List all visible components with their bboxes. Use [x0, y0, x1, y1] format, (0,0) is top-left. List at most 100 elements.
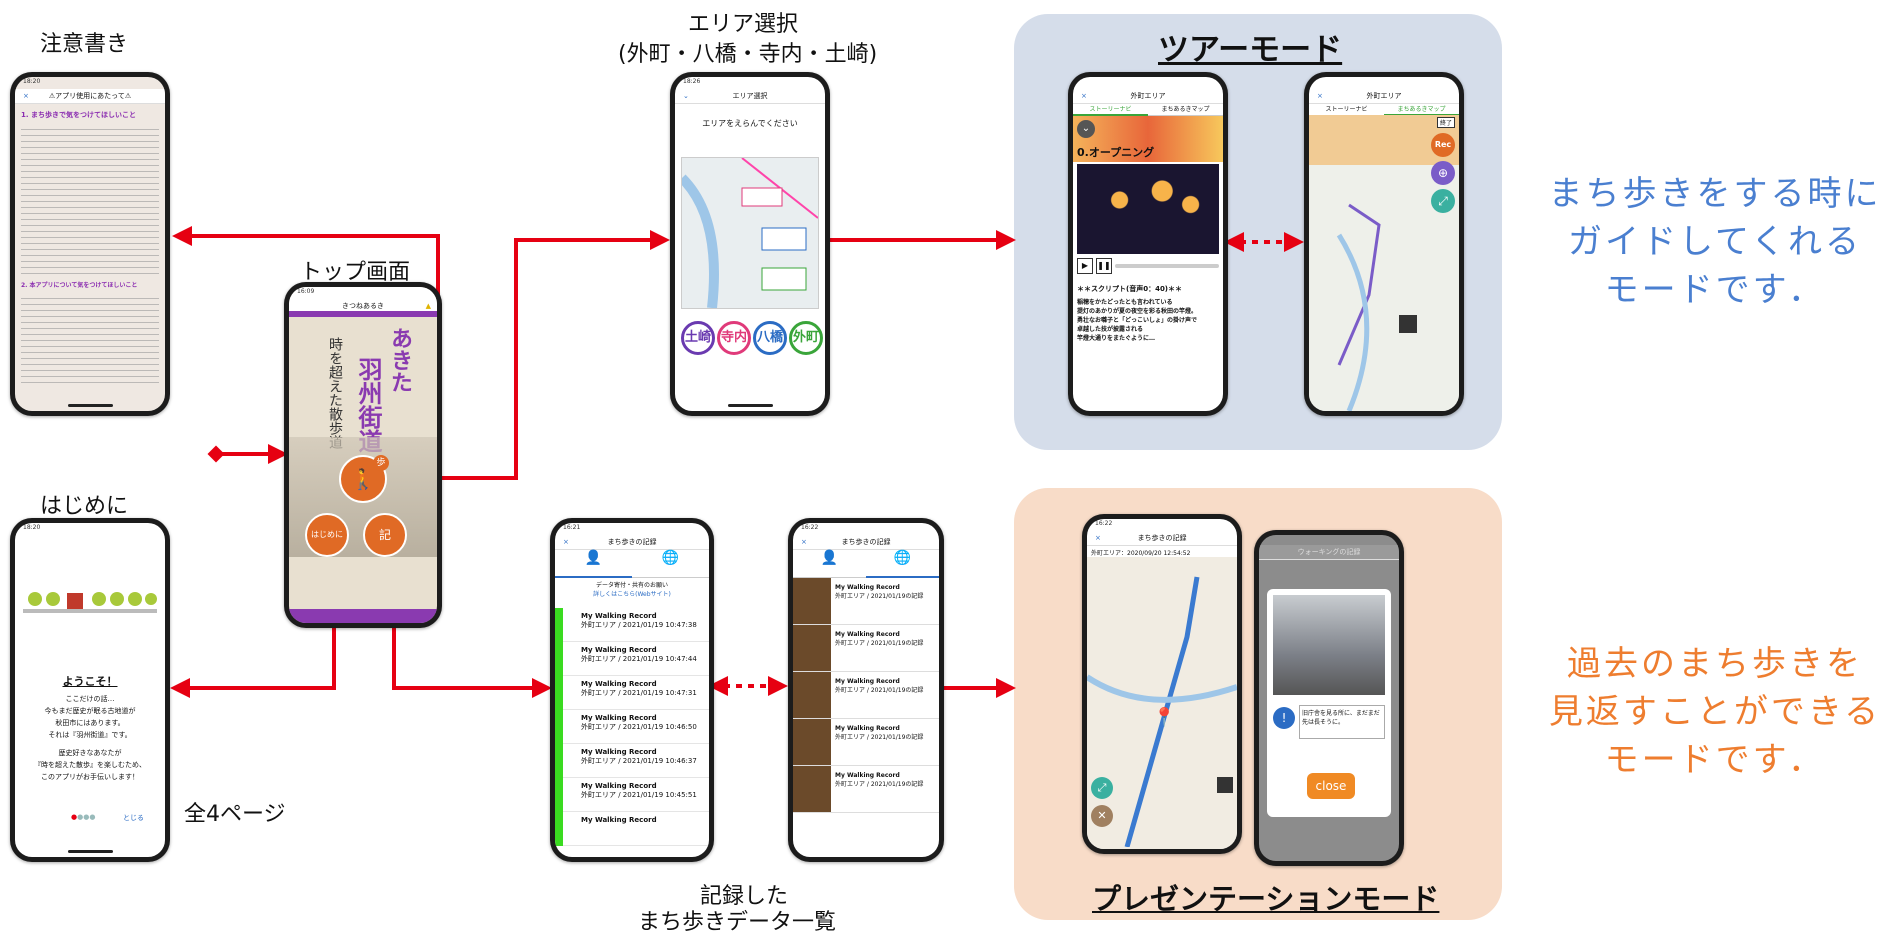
tour-story-phone: × 外町エリア ストーリーナビ まちあるきマップ ⌄ 0.オープニング ▶ ❚❚…	[1068, 72, 1228, 416]
exit-button[interactable]: 終了	[1436, 117, 1455, 128]
expand-icon[interactable]: ⤢	[1431, 189, 1455, 213]
donation-title: データ寄付・共有のお願い	[595, 582, 668, 589]
record-title: My Walking Record	[835, 772, 900, 779]
globe-icon[interactable]: ⊕	[1431, 161, 1455, 185]
intro-close-button[interactable]: とじる	[123, 814, 144, 822]
tour-map-phone: × 外町エリア ストーリーナビ まちあるきマップ 終了 Rec ⊕ ⤢	[1304, 72, 1464, 416]
hajimeni-label: はじめに	[311, 530, 343, 539]
audio-progress[interactable]	[1115, 264, 1219, 268]
status-time: 16:21	[563, 524, 581, 531]
tab-all-records[interactable]: 🌐	[866, 550, 939, 578]
arrow-top-to-notice	[172, 226, 440, 296]
close-icon[interactable]: ×	[1095, 534, 1101, 542]
presentation-map-phone: 16:22 × まち歩きの記録 外町エリア：2020/09/20 12:54:5…	[1082, 514, 1242, 854]
close-icon[interactable]: ×	[1081, 92, 1087, 100]
expand-icon[interactable]: ⤢	[1091, 777, 1113, 799]
script-line-4: 卓越した技が披露される	[1077, 326, 1144, 333]
close-icon[interactable]: ×	[23, 92, 29, 100]
record-thumbnail	[793, 625, 831, 671]
donation-notice[interactable]: データ寄付・共有のお願い 詳しくはこちら(Webサイト)	[555, 578, 709, 608]
notice-phone: 18:20 × ⚠アプリ使用にあたって⚠ 1. まち歩きで気をつけてほしいこと …	[10, 72, 170, 416]
warning-icon[interactable]: ▲	[425, 302, 431, 310]
top-screen-label: トップ画面	[300, 260, 411, 285]
record-title: My Walking Record	[581, 680, 657, 688]
pres-desc-line-2: 見返すことができる	[1548, 692, 1882, 732]
home-indicator	[727, 404, 773, 407]
status-bar	[1309, 77, 1459, 89]
tour1-navbar: × 外町エリア	[1073, 89, 1223, 104]
records-all-phone: 16:22 × まち歩きの記録 👤 🌐 My Walking Record 外町エ…	[788, 518, 944, 862]
intro-line-3: 秋田市にはあります。	[55, 719, 125, 727]
tools-icon[interactable]: ✕	[1091, 805, 1113, 827]
tour2-navbar: × 外町エリア	[1309, 89, 1459, 104]
chapter-title: 0.オープニング	[1077, 146, 1155, 159]
close-icon[interactable]: ×	[801, 538, 807, 546]
area-map[interactable]	[678, 157, 819, 309]
page-dots[interactable]: ●●●●	[71, 813, 96, 821]
intro-welcome: ようこそ！	[62, 675, 118, 688]
rec-button[interactable]: Rec	[1431, 133, 1455, 157]
record-title: My Walking Record	[581, 748, 657, 756]
pres-desc-line-1: 過去のまち歩きを	[1567, 644, 1863, 684]
record-thumbnail	[793, 766, 831, 812]
location-pin-icon[interactable]: 📍	[1153, 707, 1176, 728]
area-select-sublabel: (外町・八橋・寺内・土崎)	[618, 42, 878, 67]
records2-navbar: × まち歩きの記録	[793, 535, 939, 550]
intro-line-1: ここだけの話…	[65, 695, 115, 703]
list-item[interactable]: My Walking Record	[563, 812, 709, 846]
list-item[interactable]: My Walking Record 外町エリア / 2021/01/19の記録	[793, 625, 939, 672]
top-footer	[289, 609, 437, 623]
record-button[interactable]: 記	[363, 513, 407, 557]
record-meta: 外町エリア / 2021/01/19の記録	[835, 640, 924, 647]
chevron-down-icon[interactable]: ⌄	[1077, 120, 1095, 138]
area-button-sotomachi[interactable]: 外町	[789, 321, 823, 355]
status-time: 16:22	[801, 524, 819, 531]
record-thumbnail	[793, 719, 831, 765]
home-indicator	[67, 404, 113, 407]
records-label: 記録した	[700, 884, 789, 909]
tour-desc-line-1: まち歩きをする時に	[1548, 174, 1882, 214]
record-title: My Walking Record	[835, 631, 900, 638]
area-button-tsuchizaki[interactable]: 土崎	[681, 321, 715, 355]
detail-comment: 旧庁舎を見る所に、まだまだ先は長そうに。	[1299, 705, 1385, 739]
list-item[interactable]: My Walking Record 外町エリア / 2021/01/19の記録	[793, 719, 939, 766]
info-icon: !	[1273, 707, 1295, 729]
close-icon[interactable]: ×	[563, 538, 569, 546]
tab-my-records[interactable]: 👤	[555, 550, 632, 578]
pause-icon[interactable]: ❚❚	[1096, 258, 1112, 274]
hajimeni-button[interactable]: はじめに	[305, 513, 349, 557]
play-icon[interactable]: ▶	[1077, 258, 1093, 274]
tab-walk-map[interactable]: まちあるきマップ	[1148, 104, 1223, 116]
record-title: My Walking Record	[835, 725, 900, 732]
donation-link: 詳しくはこちら(Webサイト)	[593, 591, 671, 598]
tab-all-records[interactable]: 🌐	[632, 550, 709, 578]
record-title: My Walking Record	[581, 714, 657, 722]
chevron-down-icon[interactable]: ⌄	[683, 92, 689, 100]
script-line-2: 提灯のあかりが夏の夜空を彩る秋田の竿燈。	[1077, 308, 1198, 315]
record-meta: 外町エリア / 2021/01/19 10:47:44	[581, 655, 697, 663]
top-subtitle: 時を超えた散歩道	[327, 337, 343, 449]
record-title: My Walking Record	[581, 782, 657, 790]
tab-my-records[interactable]: 👤	[793, 550, 866, 578]
notice-section-2: 2. 本アプリについて気をつけてほしいこと	[21, 282, 138, 289]
area-button-terauchi[interactable]: 寺内	[717, 321, 751, 355]
tour-map[interactable]: 終了 Rec ⊕ ⤢	[1309, 115, 1459, 411]
close-button[interactable]: close	[1307, 773, 1355, 799]
pres-map[interactable]: 📍 ⤢ ✕	[1087, 557, 1237, 849]
tab-story-navi[interactable]: ストーリーナビ	[1073, 104, 1148, 116]
record-meta: 外町エリア / 2021/01/19 10:47:31	[581, 689, 697, 697]
area-prompt: エリアをえらんでください	[702, 119, 798, 128]
record-meta: 外町エリア / 2021/01/19の記録	[835, 734, 924, 741]
area-button-yabase[interactable]: 八橋	[753, 321, 787, 355]
notice-label: 注意書き	[40, 32, 129, 57]
close-icon[interactable]: ×	[1317, 92, 1323, 100]
